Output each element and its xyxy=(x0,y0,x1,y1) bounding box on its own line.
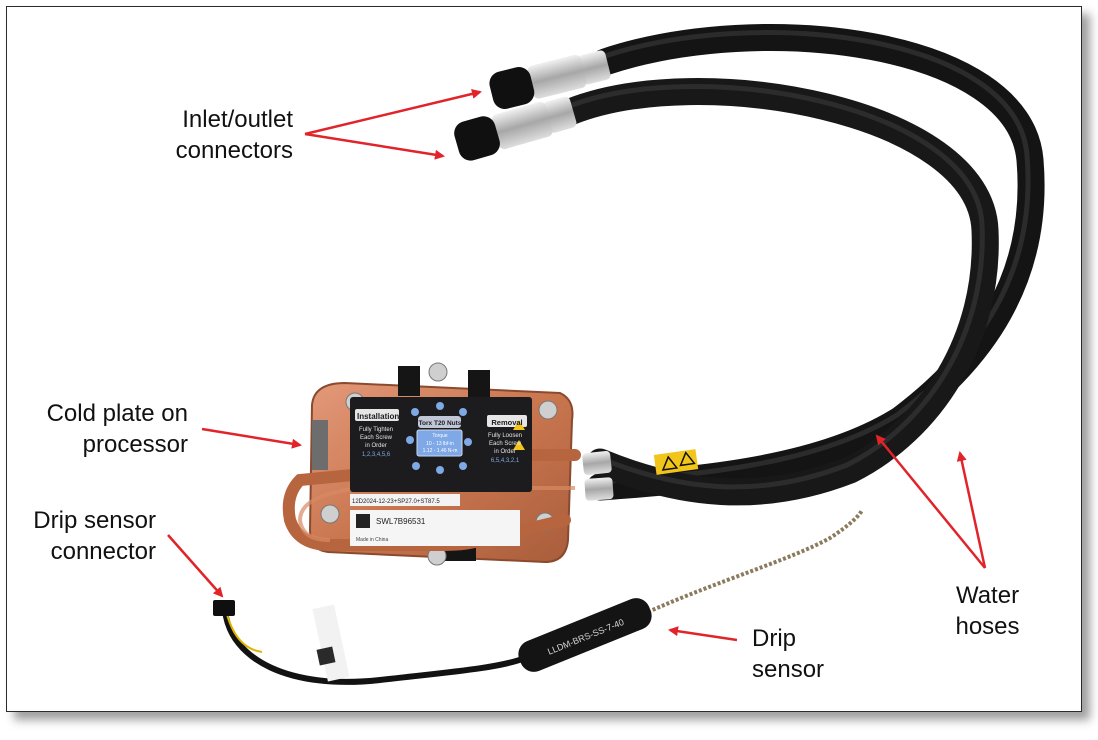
label-drip-sensor-connector: Drip sensor connector xyxy=(8,505,156,567)
arrow-inlet-2 xyxy=(304,132,445,160)
arrow-drip-sensor xyxy=(668,626,738,642)
install-text-3: in Order xyxy=(365,443,387,449)
label-inlet-outlet-connectors: Inlet/outlet connectors xyxy=(150,104,293,166)
part-number: SWL7B96531 xyxy=(376,517,426,526)
torque-value-2: 1.12 - 1.46 N-m xyxy=(423,448,458,454)
drip-sensor-cable: LLDM-BRS-SS-7-40 xyxy=(213,509,864,685)
inlet-outlet-connectors xyxy=(454,50,611,161)
label-drip-connector-line2: connector xyxy=(50,538,156,565)
arrow-cold-plate xyxy=(201,427,302,449)
cable-tag xyxy=(312,604,350,682)
label-water-hoses-line1: Water xyxy=(955,582,1020,609)
arrow-inlet-1 xyxy=(304,89,482,136)
label-cold-plate-line1: Cold plate on xyxy=(46,400,188,427)
callout-arrows xyxy=(167,89,987,642)
label-inlet-line1: Inlet/outlet xyxy=(182,106,293,133)
removal-title: Removal xyxy=(491,418,522,427)
arrow-hose-1 xyxy=(875,434,986,569)
removal-sequence: 6,5,4,3,2,1 xyxy=(491,458,520,464)
label-drip-sensor: Drip sensor xyxy=(752,623,842,685)
removal-text-2: Each Screw xyxy=(489,441,522,447)
label-drip-connector-line1: Drip sensor xyxy=(33,507,156,534)
water-hoses xyxy=(556,24,1045,506)
label-inlet-line2: connectors xyxy=(175,137,293,164)
label-cold-plate: Cold plate on processor xyxy=(20,398,188,460)
install-text-1: Fully Tighten xyxy=(359,427,393,433)
origin-text: Made in China xyxy=(356,537,388,543)
removal-text-1: Fully Loosen xyxy=(488,433,522,439)
removal-text-3: in Order xyxy=(494,449,516,455)
serial-label xyxy=(350,510,520,546)
arrow-hose-2 xyxy=(956,451,987,569)
install-sequence: 1,2,3,4,5,6 xyxy=(362,452,391,458)
install-title: Installation xyxy=(357,412,399,421)
label-cold-plate-line2: processor xyxy=(82,431,188,458)
label-water-hoses: Water hoses xyxy=(940,580,1035,642)
torx-title: Torx T20 Nuts xyxy=(419,420,462,427)
drip-sensor-connector xyxy=(213,600,235,616)
torque-label: Torque xyxy=(432,433,448,439)
torque-value-1: 10 - 13 lbf-in xyxy=(426,441,454,447)
serial-number: 12D2024-12-23+SP27.0+ST87.5 xyxy=(352,499,440,505)
label-water-hoses-line2: hoses xyxy=(955,613,1020,640)
install-text-2: Each Screw xyxy=(360,435,393,441)
cold-plate: Installation Fully Tighten Each Screw in… xyxy=(282,362,581,566)
drip-sensor-body: LLDM-BRS-SS-7-40 xyxy=(518,598,652,672)
arrow-drip-connector xyxy=(167,534,224,598)
label-drip-sensor-line1: Drip xyxy=(752,625,797,652)
label-drip-sensor-line2: sensor xyxy=(752,656,825,683)
